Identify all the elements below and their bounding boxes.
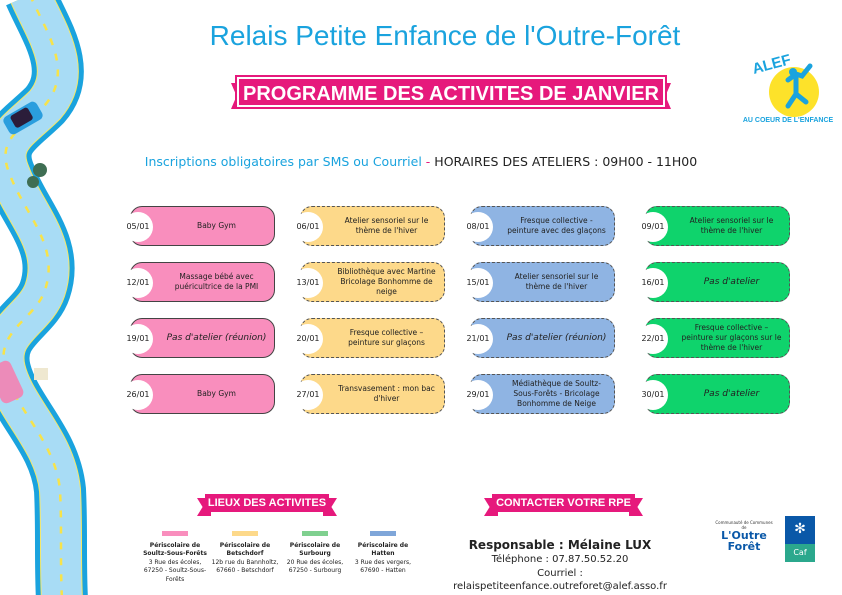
- phone: Téléphone : 07.87.50.52.20: [491, 554, 629, 566]
- alef-logo-subtitle: AU COEUR DE L'ENFANCE: [742, 117, 834, 124]
- contact-banner: CONTACTER VOTRE RPE: [492, 494, 635, 512]
- location-address: 20 Rue des écoles, 67250 - Surbourg: [286, 558, 344, 575]
- activity-date: 20/01: [293, 324, 323, 354]
- location-address: 3 Rue des vergers, 67690 - Hatten: [354, 558, 412, 575]
- activity-card: 05/01 Baby Gym: [123, 206, 275, 246]
- hours-note: HORAIRES DES ATELIERS : 09H00 - 11H00: [434, 154, 698, 169]
- house-icon: [34, 368, 48, 380]
- activity-card: 30/01 Pas d'atelier: [638, 374, 790, 414]
- locations-banner: LIEUX DES ACTIVITES: [205, 494, 329, 512]
- activity-text: Fresque collective – peinture sur glaçon…: [681, 322, 782, 353]
- activity-text: Baby Gym: [197, 220, 236, 230]
- blue-car-icon: [3, 101, 43, 135]
- info-line: Inscriptions obligatoires par SMS ou Cou…: [144, 154, 698, 169]
- activity-card: 08/01 Fresque collective - peinture avec …: [463, 206, 615, 246]
- activity-text: Fresque collective – peinture sur glaçon…: [348, 327, 425, 347]
- activity-text: Médiathèque de Soultz-Sous-Forêts - Bric…: [512, 378, 601, 409]
- responsable: Responsable : Mélaine LUX: [468, 538, 652, 552]
- activity-text: Pas d'atelier: [703, 388, 760, 399]
- activity-date: 06/01: [293, 212, 323, 242]
- activity-card: 21/01 Pas d'atelier (réunion): [463, 318, 615, 358]
- activity-date: 05/01: [123, 212, 153, 242]
- location-color-swatch: [162, 531, 188, 536]
- activity-text: Fresque collective - peinture avec des g…: [507, 215, 606, 235]
- activity-text: Atelier sensoriel sur le thème de l'hive…: [689, 215, 774, 235]
- contact-block: Responsable : Mélaine LUX Téléphone : 07…: [430, 537, 690, 594]
- activity-date: 29/01: [463, 380, 493, 410]
- activity-date: 15/01: [463, 268, 493, 298]
- registration-note: Inscriptions obligatoires par SMS ou Cou…: [144, 154, 422, 169]
- activity-card: 06/01 Atelier sensoriel sur le thème de l…: [293, 206, 445, 246]
- activity-text: Baby Gym: [197, 388, 236, 398]
- location-color-swatch: [232, 531, 258, 536]
- activity-date: 12/01: [123, 268, 153, 298]
- activity-text: Transvasement : mon bac d'hiver: [338, 383, 435, 403]
- location-name: Périscolaire de Betschdorf: [219, 542, 271, 558]
- program-banner: PROGRAMME DES ACTIVITES DE JANVIER: [235, 75, 667, 109]
- pink-car-icon: [0, 360, 24, 404]
- activity-text: Massage bébé avec puéricultrice de la PM…: [174, 271, 259, 291]
- activity-card: 12/01 Massage bébé avec puéricultrice de …: [123, 262, 275, 302]
- activity-text: Bibliothèque avec Martine Bricolage Bonh…: [337, 266, 436, 297]
- activity-card: 20/01 Fresque collective – peinture sur g…: [293, 318, 445, 358]
- activity-date: 30/01: [638, 380, 668, 410]
- activity-date: 22/01: [638, 324, 668, 354]
- activity-card: 22/01 Fresque collective – peinture sur g…: [638, 318, 790, 358]
- activity-date: 13/01: [293, 268, 323, 298]
- caf-emblem-icon: ✻: [794, 521, 806, 537]
- page-title: Relais Petite Enfance de l'Outre-Forêt: [209, 20, 681, 51]
- activity-card: 26/01 Baby Gym: [123, 374, 275, 414]
- activity-text: Atelier sensoriel sur le thème de l'hive…: [344, 215, 429, 235]
- location-name: Périscolaire de Surbourg: [289, 542, 341, 558]
- activity-card: 15/01 Atelier sensoriel sur le thème de l…: [463, 262, 615, 302]
- outreforet-logo: Communauté de Communes de L'Outre Forêt: [715, 520, 773, 553]
- email[interactable]: Courriel : relaispetiteenfance.outrefore…: [453, 567, 667, 593]
- activity-date: 26/01: [123, 380, 153, 410]
- location-name: Périscolaire de Soultz-Sous-Forêts: [143, 542, 207, 558]
- activity-card: 13/01 Bibliothèque avec Martine Bricolage…: [293, 262, 445, 302]
- activity-card: 29/01 Médiathèque de Soultz-Sous-Forêts -…: [463, 374, 615, 414]
- activity-card: 19/01 Pas d'atelier (réunion): [123, 318, 275, 358]
- activity-text: Pas d'atelier: [703, 276, 760, 287]
- tree-icon: [27, 163, 47, 188]
- activity-date: 08/01: [463, 212, 493, 242]
- activity-date: 21/01: [463, 324, 493, 354]
- activity-date: 27/01: [293, 380, 323, 410]
- activity-text: Atelier sensoriel sur le thème de l'hive…: [514, 271, 599, 291]
- caf-logo: ✻ Caf: [785, 516, 815, 562]
- location-address: 12b rue du Bannholtz, 67660 - Betschdorf: [211, 558, 279, 575]
- activity-date: 19/01: [123, 324, 153, 354]
- location-color-swatch: [370, 531, 396, 536]
- activity-card: 27/01 Transvasement : mon bac d'hiver: [293, 374, 445, 414]
- location-address: 3 Rue des écoles, 67250 - Soultz-Sous-Fo…: [143, 558, 207, 583]
- road-illustration: [0, 0, 88, 595]
- activity-date: 16/01: [638, 268, 668, 298]
- activity-date: 09/01: [638, 212, 668, 242]
- activity-card: 16/01 Pas d'atelier: [638, 262, 790, 302]
- location-color-swatch: [302, 531, 328, 536]
- activity-card: 09/01 Atelier sensoriel sur le thème de l…: [638, 206, 790, 246]
- activity-text: Pas d'atelier (réunion): [166, 332, 267, 343]
- alef-logo: ALEF: [750, 51, 819, 117]
- activity-text: Pas d'atelier (réunion): [506, 332, 607, 343]
- location-name: Périscolaire de Hatten: [357, 542, 409, 558]
